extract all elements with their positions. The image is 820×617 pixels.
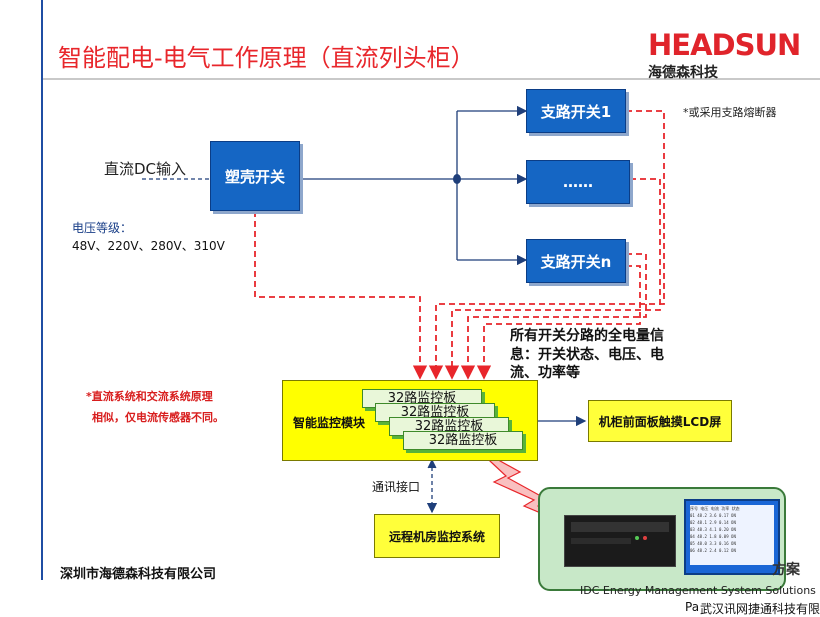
- info-line-1: 所有开关分路的全电量信: [510, 328, 664, 344]
- lcd-screen-box: 机柜前面板触摸LCD屏: [588, 400, 732, 442]
- fuse-note: *或采用支路熔断器: [683, 106, 777, 119]
- screen-row: 05 48.0 3.3 0.16 ON: [690, 541, 736, 546]
- brand-logo: HEADSUN: [648, 28, 801, 62]
- screen-header: 序号 电压 电流 功率 状态: [690, 506, 740, 511]
- dc-input-label: 直流DC输入: [104, 160, 187, 178]
- voltage-label: 电压等级：: [72, 221, 133, 235]
- dc-note-line-1: *直流系统和交流系统原理: [86, 390, 213, 403]
- molded-case-breaker: 塑壳开关: [210, 141, 300, 211]
- device-chassis: [564, 515, 676, 567]
- footer-page-label: Pa: [685, 600, 700, 614]
- dc-note-line-2: 相似，仅电流传感器不同。: [92, 411, 224, 424]
- brand-logo-cn: 海德森科技: [648, 65, 718, 81]
- branch-switch-n: 支路开关n: [526, 239, 626, 283]
- screen-row: 06 48.2 2.4 0.12 ON: [690, 548, 736, 553]
- comm-interface-label: 通讯接口: [372, 480, 421, 494]
- branch-switch-middle: ……: [526, 160, 630, 204]
- footer-company-left: 深圳市海德森科技有限公司: [60, 567, 217, 582]
- solution-suffix: 方案: [772, 562, 800, 578]
- footer-tagline: IDC Energy Management System Solutions: [580, 584, 816, 597]
- voltage-values: 48V、220V、280V、310V: [72, 239, 225, 253]
- left-accent-line: [41, 0, 43, 580]
- remote-monitor-system: 远程机房监控系统: [374, 514, 500, 558]
- screen-row: 02 48.1 2.9 0.14 ON: [690, 520, 736, 525]
- device-photo: 序号 电压 电流 功率 状态 01 48.2 3.6 0.17 ON 02 48…: [538, 487, 786, 591]
- page-title: 智能配电-电气工作原理（直流列头柜）: [58, 44, 475, 72]
- footer-company-right: 武汉讯网捷通科技有限公司: [700, 600, 820, 617]
- screen-row: 03 48.3 4.1 0.20 ON: [690, 527, 736, 532]
- screen-row: 04 48.2 1.8 0.09 ON: [690, 534, 736, 539]
- branch-switch-1: 支路开关1: [526, 89, 626, 133]
- monitor-module-label: 智能监控模块: [293, 416, 366, 430]
- device-lcd-screen: 序号 电压 电流 功率 状态 01 48.2 3.6 0.17 ON 02 48…: [684, 499, 780, 575]
- info-line-2: 息：开关状态、电压、电: [510, 347, 664, 363]
- title-underline: [43, 78, 820, 80]
- info-line-3: 流、功率等: [510, 365, 580, 381]
- screen-row: 01 48.2 3.6 0.17 ON: [690, 513, 736, 518]
- monitor-board-4: 32路监控板: [403, 431, 523, 450]
